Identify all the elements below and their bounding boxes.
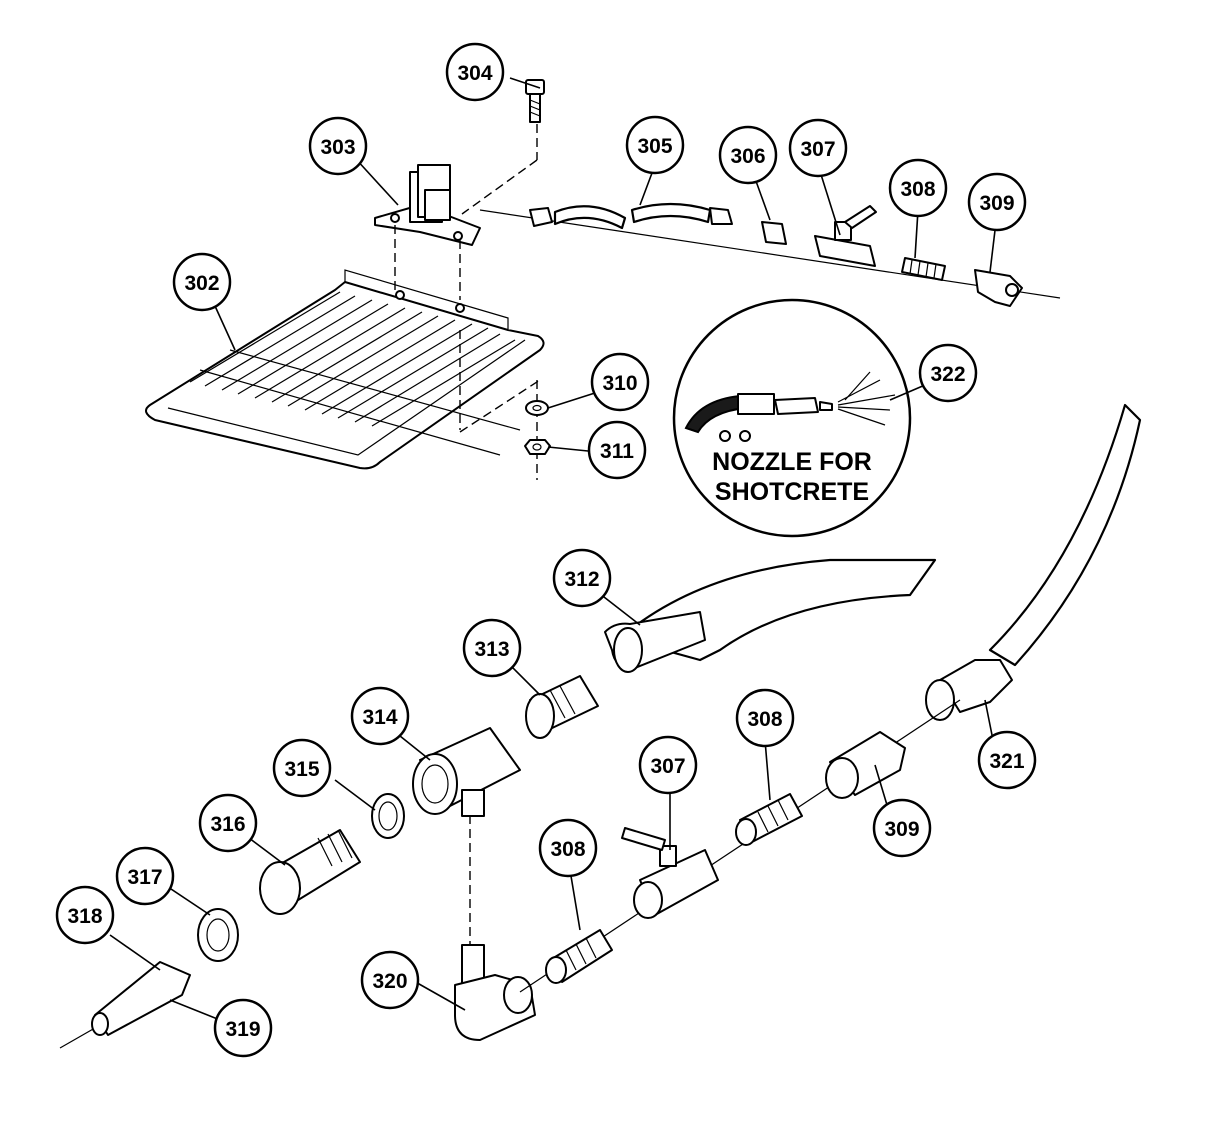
tip-318-319 [59, 961, 191, 1049]
callout-label: 314 [362, 706, 397, 729]
callout-315: 315 [272, 738, 332, 798]
callout-314: 314 [350, 686, 410, 746]
callout-307-lower: 307 [638, 735, 698, 795]
callout-label: 320 [372, 970, 407, 993]
callout-319: 319 [213, 998, 273, 1058]
alignment-lines [394, 124, 541, 945]
callout-label: 321 [989, 750, 1024, 773]
callout-302: 302 [172, 252, 232, 312]
callout-label: 317 [127, 866, 162, 889]
callout-312: 312 [552, 548, 612, 608]
callout-label: 308 [550, 838, 585, 861]
callout-label: 310 [602, 372, 637, 395]
elbow-320 [454, 944, 536, 1041]
callout-321: 321 [977, 730, 1037, 790]
callout-317: 317 [115, 846, 175, 906]
callout-label: 309 [979, 192, 1014, 215]
callout-label: 304 [457, 62, 492, 85]
callout-label: 307 [650, 755, 685, 778]
callout-318: 318 [55, 885, 115, 945]
callout-322: 322 [918, 343, 978, 403]
shotcrete-nozzle-inset: NOZZLE FOR SHOTCRETE [672, 298, 912, 538]
callout-308-lower-left: 308 [538, 818, 598, 878]
coupler-309-lower [825, 731, 906, 799]
callout-308-lower-right: 308 [735, 688, 795, 748]
callout-label: 311 [600, 440, 634, 463]
callout-label: 316 [210, 813, 245, 836]
callout-label: 322 [930, 363, 965, 386]
washer-310 [525, 400, 549, 416]
tee-body-314 [412, 727, 521, 817]
callout-311: 311 [587, 420, 647, 480]
nut-311 [524, 439, 551, 455]
air-line-upper [479, 202, 1061, 307]
callout-308-upper: 308 [888, 158, 948, 218]
callout-label: 309 [884, 818, 919, 841]
callout-label: 319 [225, 1018, 260, 1041]
callout-305: 305 [625, 115, 685, 175]
callout-306: 306 [718, 125, 778, 185]
callout-label: 307 [800, 138, 835, 161]
callout-313: 313 [462, 618, 522, 678]
callout-label: 303 [320, 136, 355, 159]
tray-grate-302 [145, 269, 545, 470]
air-line-lower [519, 699, 961, 993]
callout-label: 313 [474, 638, 509, 661]
nipple-308-lower-right [735, 793, 803, 846]
adapter-313 [525, 675, 599, 739]
callout-304: 304 [445, 42, 505, 102]
callout-label: 305 [637, 135, 672, 158]
callout-309-lower: 309 [872, 798, 932, 858]
valve-307-upper [814, 205, 877, 267]
o-ring-315 [371, 793, 405, 839]
nipple-308-lower-left [545, 929, 613, 984]
leader-lines [109, 77, 997, 1021]
callout-307-upper: 307 [788, 118, 848, 178]
callout-label: 308 [747, 708, 782, 731]
callout-label: 306 [730, 145, 765, 168]
inset-title-line1: NOZZLE FOR [712, 448, 872, 476]
callout-303: 303 [308, 116, 368, 176]
callout-label: 315 [284, 758, 319, 781]
bracket-303 [374, 164, 481, 246]
inset-title-line2: SHOTCRETE [715, 478, 869, 506]
callout-316: 316 [198, 793, 258, 853]
callout-label: 308 [900, 178, 935, 201]
air-hose-321 [925, 403, 1142, 721]
callout-309-upper: 309 [967, 172, 1027, 232]
callout-320: 320 [360, 950, 420, 1010]
valve-307-lower [621, 827, 719, 919]
callout-label: 302 [184, 272, 219, 295]
callout-label: 312 [564, 568, 599, 591]
nozzle-body-316 [259, 829, 361, 915]
ring-317 [197, 908, 239, 962]
callout-310: 310 [590, 352, 650, 412]
material-hose-312 [604, 558, 937, 673]
callout-label: 318 [67, 905, 102, 928]
